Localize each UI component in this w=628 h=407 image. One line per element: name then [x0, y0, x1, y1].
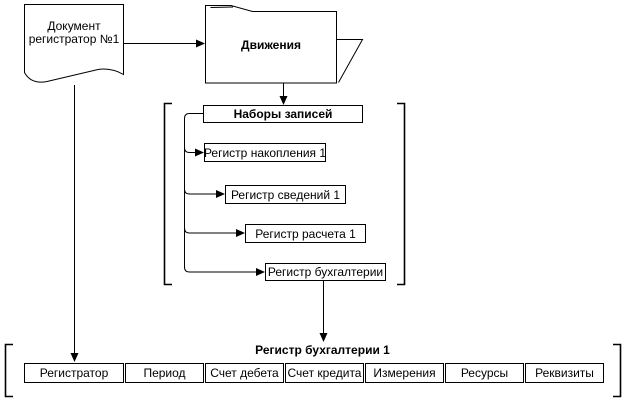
document-shape [24, 4, 124, 83]
folder-shape [205, 5, 337, 84]
arrowhead [70, 353, 79, 362]
arrowhead [256, 268, 265, 276]
register-item-calculation: Регистр расчета 1 [245, 224, 366, 243]
register-item-information: Регистр сведений 1 [225, 185, 346, 204]
record-sets-header-box: Наборы записей [203, 105, 363, 123]
arrowhead [279, 96, 288, 105]
document-label-line2: регистратор №1 [28, 32, 120, 46]
recordsets-branch-3 [184, 227, 236, 234]
table-column-attributes: Реквизиты [525, 363, 604, 383]
register-item-accounting: Регистр бухгалтерии [265, 263, 386, 281]
accounting-register-table: Регистратор Период Счет дебета Счет кред… [24, 363, 604, 383]
recordsets-branch-1 [184, 147, 195, 153]
table-column-credit-account: Счет кредита [285, 363, 364, 383]
arrowhead [195, 148, 204, 157]
folder-flap [336, 39, 364, 83]
recordsets-branch-2 [184, 188, 216, 195]
arrowhead [236, 229, 245, 237]
arrowhead [196, 39, 205, 48]
folder-tab-line [210, 6, 234, 8]
register-item-accumulation: Регистр накопления 1 [204, 143, 326, 162]
movements-folder-label: Движения [241, 38, 301, 52]
document-label-line1: Документ [47, 19, 101, 33]
bracket-left-recordsets [163, 102, 172, 286]
recordsets-connector-trunk [184, 113, 256, 273]
bracket-right-table [613, 343, 622, 398]
table-column-debit-account: Счет дебета [205, 363, 284, 383]
bracket-left-table [4, 343, 13, 398]
accounting-register-title: Регистр бухгалтерии 1 [255, 343, 390, 357]
table-column-dimensions: Измерения [365, 363, 444, 383]
arrowhead [216, 190, 225, 198]
document-label: Документ регистратор №1 [24, 20, 124, 46]
table-column-period: Период [125, 363, 204, 383]
arrowhead [319, 333, 328, 342]
bracket-right-recordsets [397, 102, 406, 286]
table-column-registrar: Регистратор [24, 363, 124, 383]
table-column-resources: Ресурсы [445, 363, 524, 383]
